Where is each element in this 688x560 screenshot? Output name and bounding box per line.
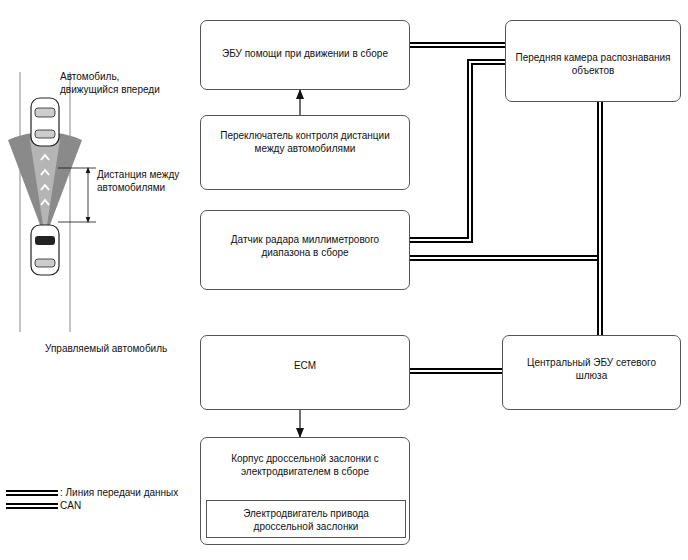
gateway-box: Центральный ЭБУ сетевого шлюза <box>502 335 681 410</box>
box-text: Датчик радара миллиметрового диапазона в… <box>201 233 409 259</box>
car-label: Автомобиль, движущийся впереди <box>60 71 160 95</box>
can-line <box>410 258 600 335</box>
box-text: Электродвигатель привода дроссельной зас… <box>207 507 405 533</box>
motor-box: Электродвигатель привода дроссельной зас… <box>206 500 406 538</box>
legend-line-sample <box>6 493 58 506</box>
can-line <box>410 371 502 372</box>
road-edge <box>70 72 71 332</box>
box-text: ЭБУ помощи при движении в сборе <box>201 47 409 60</box>
road-edge <box>20 72 21 332</box>
can-line <box>600 102 601 335</box>
car-label: Управляемый автомобиль <box>45 343 167 354</box>
box-text: ECM <box>201 359 409 372</box>
radar-chevrons <box>41 155 49 205</box>
box-text: Переключатель контроля дистанции между а… <box>201 129 409 155</box>
signal-arrow <box>300 90 301 115</box>
ecu-box: ЭБУ помощи при движении в сборе <box>200 20 410 90</box>
dimension-label: Дистанция между автомобилями <box>97 169 179 193</box>
distance-dimension <box>58 168 96 222</box>
camera-box: Передняя камера распознавания объектов <box>505 20 681 102</box>
own-car <box>31 225 59 275</box>
box-text: Передняя камера распознавания объектов <box>506 51 680 77</box>
front-car <box>31 98 59 146</box>
throttle-body-box: Корпус дроссельной заслонки с электродви… <box>200 437 410 545</box>
box-text: Центральный ЭБУ сетевого шлюза <box>503 356 680 382</box>
can-line <box>410 62 505 240</box>
radar-fan-inner <box>30 137 60 238</box>
can-line <box>410 45 505 46</box>
ecm-box: ECM <box>200 335 410 410</box>
radar-box: Датчик радара миллиметрового диапазона в… <box>200 210 410 290</box>
switch-box: Переключатель контроля дистанции между а… <box>200 115 410 190</box>
signal-arrow <box>300 410 301 437</box>
legend-text: : Линия передачи данных CAN <box>60 487 178 511</box>
box-text: Корпус дроссельной заслонки с электродви… <box>201 452 409 478</box>
